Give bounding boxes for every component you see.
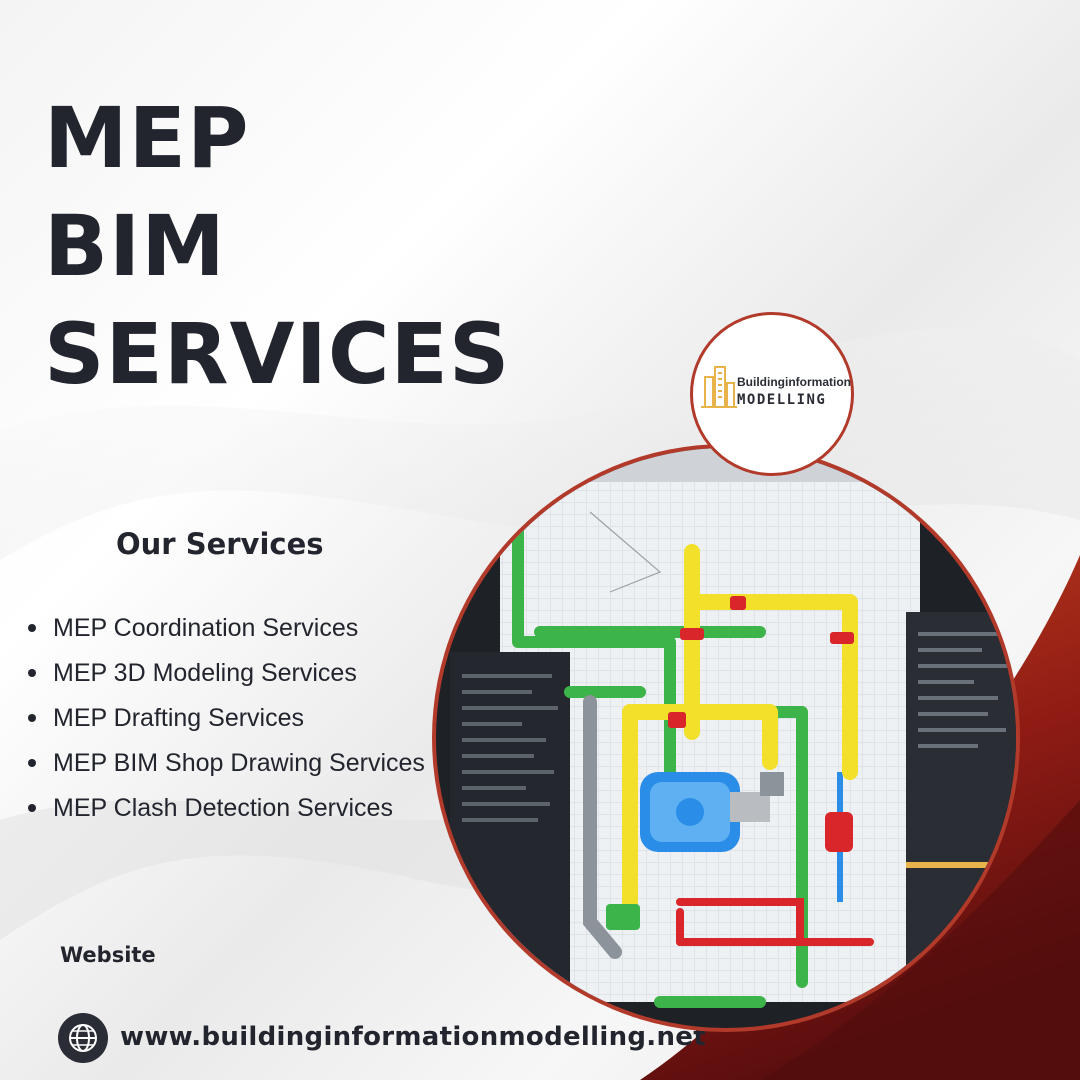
list-item: MEP 3D Modeling Services [28,651,448,696]
globe-icon [58,1013,108,1063]
logo-text-bottom: MODELLING [737,392,827,408]
title-line: SERVICES [44,305,511,403]
list-item: MEP BIM Shop Drawing Services [28,741,448,786]
company-logo: Buildinginformation MODELLING [690,312,854,476]
website-label: Website [60,943,156,967]
services-list: MEP Coordination Services MEP 3D Modelin… [28,606,448,831]
logo-text-top: Buildinginformation [737,375,851,389]
title-line: BIM [44,197,226,295]
mep-model-illustration [432,444,1020,1032]
list-item: MEP Clash Detection Services [28,786,448,831]
list-item: MEP Drafting Services [28,696,448,741]
website-link[interactable]: www.buildinginformationmodelling.net [120,1022,706,1052]
services-heading: Our Services [116,527,324,561]
list-item: MEP Coordination Services [28,606,448,651]
title-line: MEP [44,89,250,187]
building-icon [701,366,737,408]
page-title: MEP BIM SERVICES [44,84,510,408]
